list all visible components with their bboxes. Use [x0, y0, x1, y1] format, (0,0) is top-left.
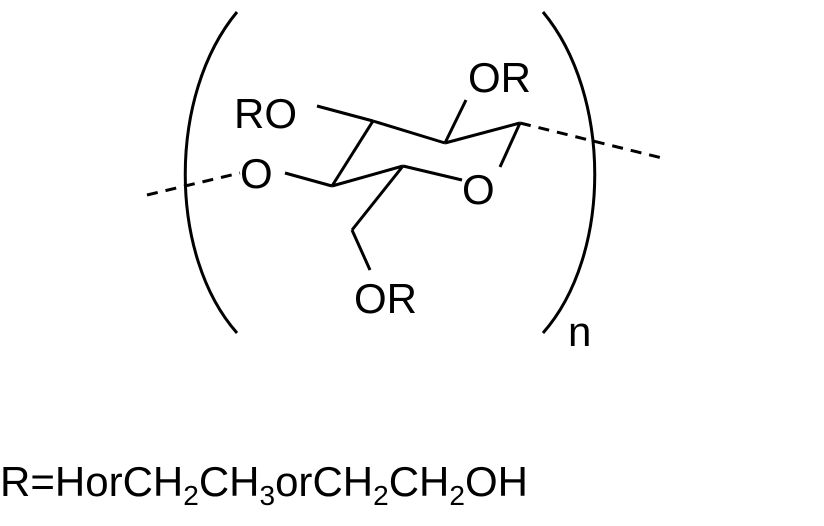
ring-o-c5-bond — [402, 164, 463, 182]
right-chain-bond — [519, 121, 663, 160]
c3-or-bond — [316, 104, 374, 123]
c5-c6-bond — [350, 165, 405, 231]
glucose-repeat-unit-structure: OR RO O O OR n — [146, 11, 663, 355]
c4-c3-bond — [330, 120, 375, 187]
left-chain-bond — [146, 171, 241, 197]
linking-oxygen-label: O — [240, 150, 273, 197]
legend-or-1: or — [85, 458, 123, 505]
ring-oxygen-label: O — [462, 166, 495, 213]
c1-ring-o-bond — [498, 122, 522, 168]
left-parenthesis — [183, 11, 239, 334]
o-c4-bond — [284, 171, 333, 188]
legend-option-h: H — [54, 458, 86, 505]
legend-or-2: or — [275, 458, 313, 505]
r-group-definition: R=HorCH2CH3orCH2CH2OH — [0, 452, 824, 512]
substituent-left-label: RO — [234, 90, 297, 137]
c3-c2-bond — [372, 119, 446, 145]
c2-c1-bond — [444, 121, 521, 145]
legend-equals: = — [30, 458, 55, 505]
legend-option-ethyl: CH2CH3 — [122, 458, 276, 511]
legend-variable: R — [0, 458, 31, 505]
c2-or-bond — [443, 99, 468, 144]
right-parenthesis — [541, 11, 597, 334]
c5-c4-bond — [331, 164, 404, 188]
c6-or-bond — [350, 229, 372, 271]
substituent-bottom-label: OR — [354, 275, 417, 322]
repeat-index-label: n — [568, 308, 591, 355]
legend-option-hydroxyethyl: CH2CH2OH — [312, 458, 528, 511]
substituent-top-right-label: OR — [468, 54, 531, 101]
